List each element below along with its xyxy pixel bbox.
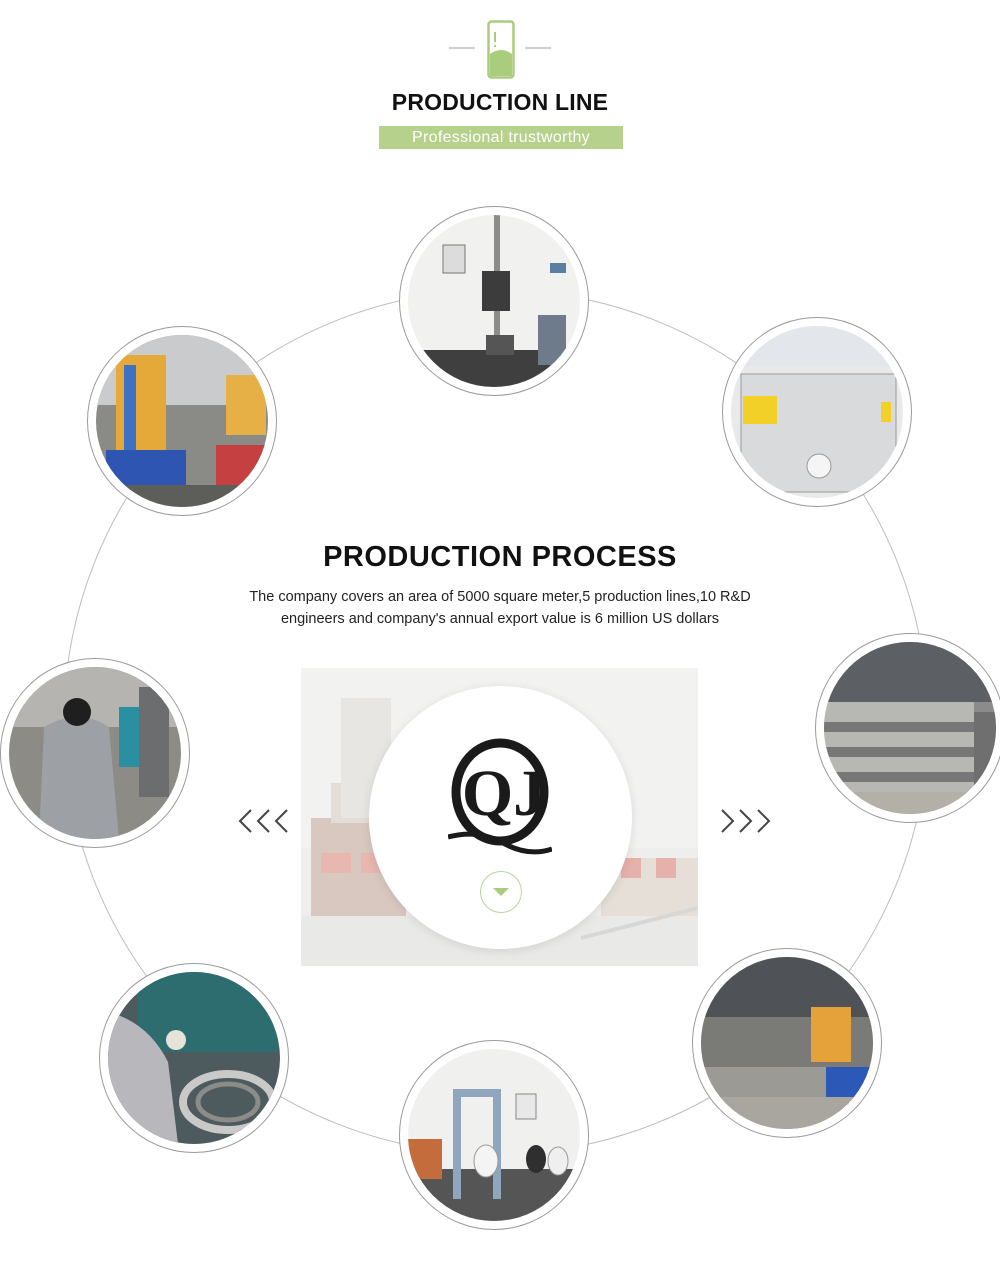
triple-chevron-left-icon bbox=[238, 809, 288, 833]
section-subtitle: Professional trustworthy bbox=[379, 126, 623, 149]
process-title: PRODUCTION PROCESS bbox=[323, 541, 677, 573]
triple-chevron-right-icon bbox=[721, 809, 771, 833]
process-description-line2: engineers and company's annual export va… bbox=[280, 611, 719, 627]
header-divider-left bbox=[449, 47, 475, 49]
photo-salt-spray-chamber bbox=[722, 317, 912, 507]
prev-arrows-button[interactable] bbox=[236, 806, 296, 836]
logo-letter: QJ bbox=[462, 757, 546, 830]
photo-worker-machine bbox=[0, 658, 190, 848]
photo-worker-ring-assembly bbox=[99, 963, 289, 1153]
scroll-down-button[interactable] bbox=[480, 871, 522, 913]
section-title: PRODUCTION LINE bbox=[391, 89, 609, 115]
next-arrows-button[interactable] bbox=[716, 806, 776, 836]
photo-pedal-bin-tester bbox=[399, 1040, 589, 1230]
photo-press-workshop bbox=[692, 948, 882, 1138]
bottle-icon bbox=[487, 20, 515, 79]
photo-hydraulic-press bbox=[87, 326, 277, 516]
process-description: The company covers an area of 5000 squar… bbox=[230, 586, 770, 630]
header-divider-right bbox=[525, 47, 551, 49]
photo-warehouse-rings bbox=[815, 633, 1000, 823]
chevron-down-icon bbox=[493, 888, 509, 896]
photo-impact-tester bbox=[399, 206, 589, 396]
process-description-line1: The company covers an area of 5000 squar… bbox=[249, 589, 751, 605]
qj-logo: QJ bbox=[448, 738, 552, 855]
